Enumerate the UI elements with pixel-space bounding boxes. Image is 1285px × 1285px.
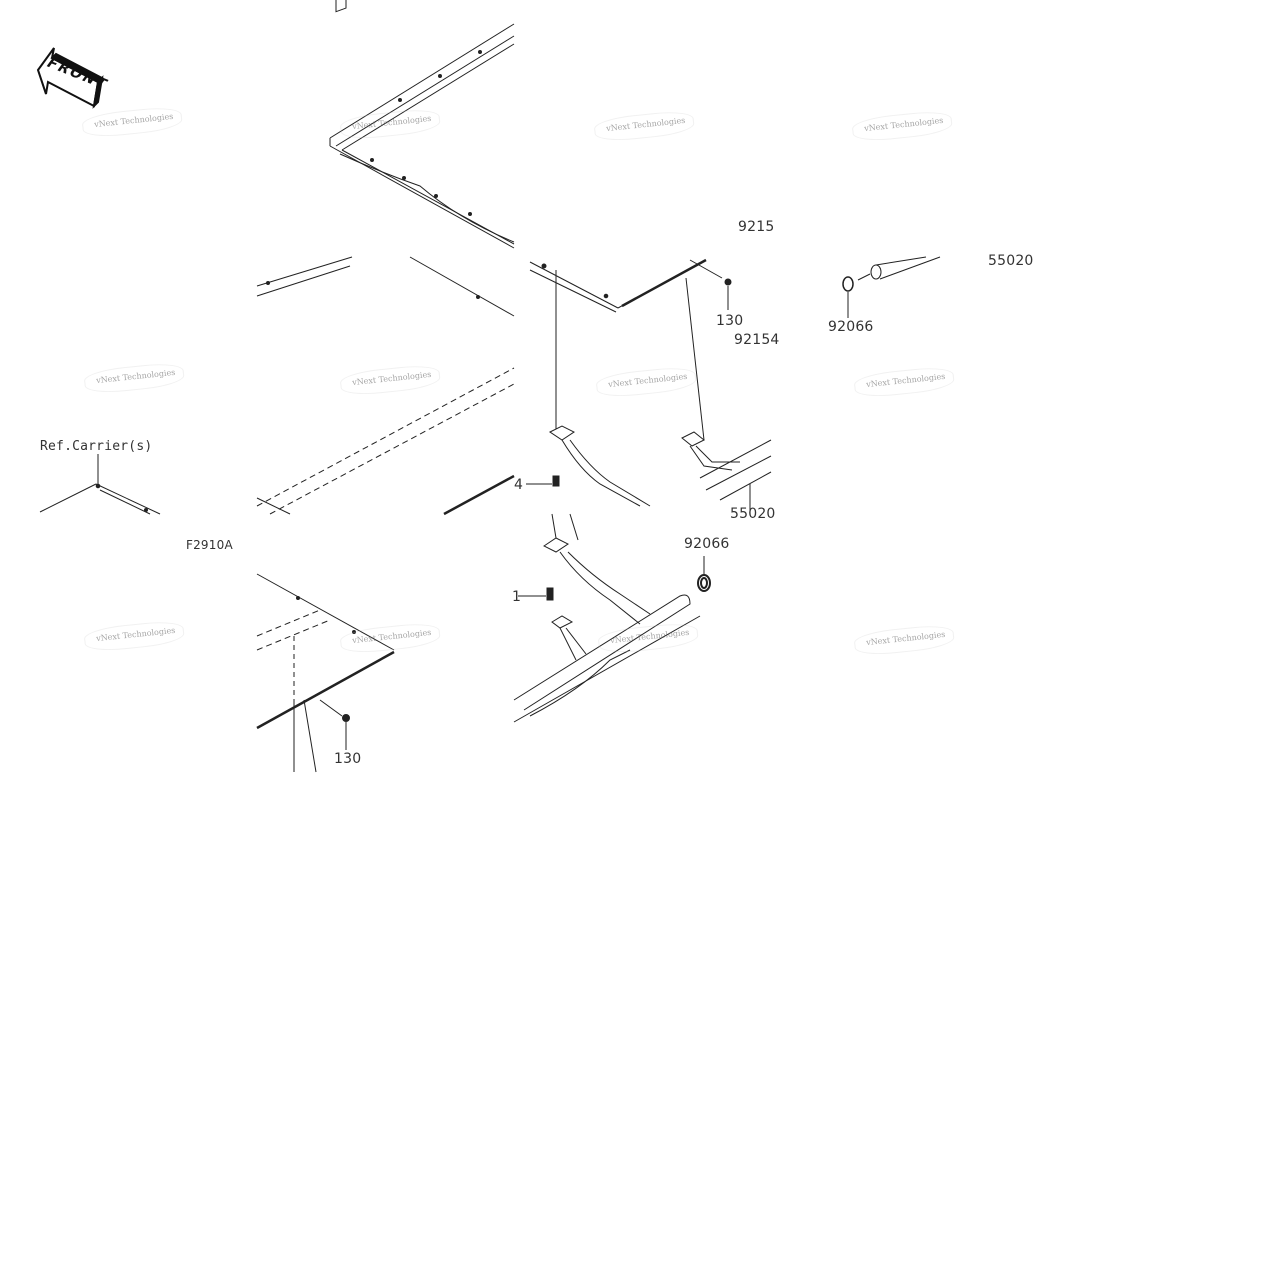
bolt-icon (518, 587, 554, 601)
ref-carrier-outline (39, 454, 161, 515)
part-label-55020-cut: 55020 (730, 506, 776, 522)
front-arrow-icon (36, 47, 104, 109)
end-cap-icon (842, 276, 854, 318)
step-bar-assembly (513, 513, 701, 723)
part-label-9215: 9215 (738, 219, 775, 235)
watermark: vNext Technologies (95, 625, 176, 644)
watermark: vNext Technologies (865, 629, 946, 648)
watermark: vNext Technologies (351, 113, 432, 132)
carrier-panel-mid (256, 256, 515, 516)
part-label-4: 4 (514, 477, 524, 493)
watermark: vNext Technologies (93, 111, 174, 130)
part-label-1: 1 (512, 589, 522, 605)
bolt-icon (342, 714, 350, 750)
bolt-icon (724, 278, 732, 310)
part-label-92154: 92154 (734, 332, 780, 348)
carrier-frame-corner (529, 258, 723, 441)
part-label-92066-mid: 92066 (684, 536, 730, 552)
watermark: vNext Technologies (865, 371, 946, 390)
carrier-panel-bottom (256, 573, 395, 773)
part-label-92066-top: 92066 (828, 319, 874, 335)
watermark: vNext Technologies (609, 627, 690, 646)
end-cap-icon (697, 556, 711, 592)
watermark: vNext Technologies (351, 627, 432, 646)
tube-end (857, 256, 941, 281)
part-label-130-top: 130 (716, 313, 744, 329)
watermark: vNext Technologies (863, 115, 944, 134)
watermark: vNext Technologies (605, 115, 686, 134)
watermark: vNext Technologies (351, 369, 432, 388)
step-bar-bracket (549, 425, 772, 514)
part-label-55020-right: 55020 (988, 253, 1034, 269)
figure-code: F2910A (186, 538, 233, 552)
watermark: vNext Technologies (607, 371, 688, 390)
bolt-icon (526, 475, 560, 487)
part-label-130-bottom: 130 (334, 751, 362, 767)
watermark: vNext Technologies (95, 367, 176, 386)
ref-carriers-label: Ref.Carrier(s) (40, 439, 153, 454)
